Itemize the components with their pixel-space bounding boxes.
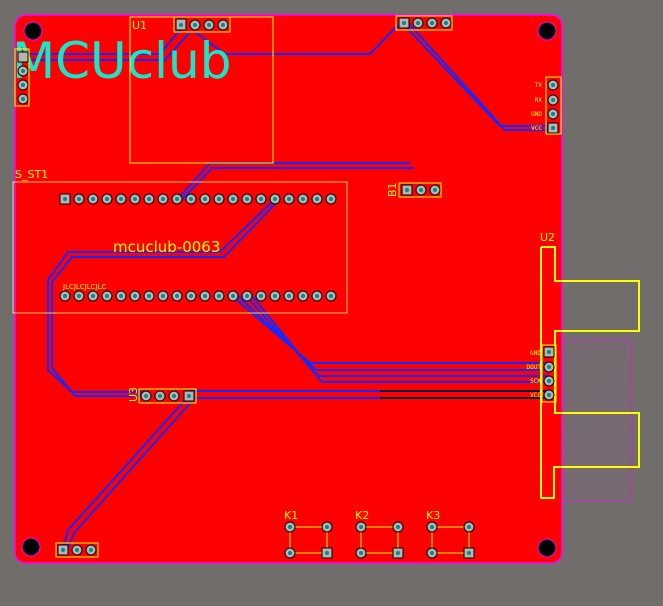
left-header-outline <box>14 48 30 107</box>
u2-designator: U2 <box>540 231 555 244</box>
s-st1-pin-hole <box>301 197 305 201</box>
top-header-pins <box>398 17 452 29</box>
right-pin-label-rx: RX <box>535 97 543 104</box>
s-st1-pin-hole <box>245 294 249 298</box>
s-st1-outline <box>12 181 348 314</box>
u3-outline <box>138 388 197 404</box>
s-st1-pin-hole <box>161 294 165 298</box>
u3-pins <box>140 390 195 402</box>
s-st1-pin-hole <box>147 197 151 201</box>
s-st1-pin-hole <box>189 197 193 201</box>
s-st1-pin-hole <box>105 197 109 201</box>
u2-pins <box>543 346 555 401</box>
s-st1-pin-hole <box>189 294 193 298</box>
s-st1-pin-hole <box>105 294 109 298</box>
bottom-left-header-outline <box>55 542 99 558</box>
button-k3: K3 <box>426 509 475 559</box>
button-k2: K2 <box>355 509 404 559</box>
s-st1-pin-hole <box>273 294 277 298</box>
k2-designator: K2 <box>355 509 369 522</box>
right-pin-label-vcc: VCC <box>531 125 542 132</box>
s-st1-pin-hole <box>217 294 221 298</box>
s-st1-pin-hole <box>259 197 263 201</box>
s-st1-pin-hole <box>175 197 179 201</box>
fab-marker-text: JLCJLCJLCJLC <box>62 283 107 291</box>
right-header-pins <box>547 79 559 134</box>
top-header-outline <box>395 15 453 31</box>
s-st1-pin-hole <box>133 294 137 298</box>
s-st1-pin-hole <box>133 197 137 201</box>
s-st1-pin-hole <box>119 294 123 298</box>
u2-keepout-area <box>561 339 632 502</box>
s-st1-pin-hole <box>315 294 319 298</box>
s-st1-pin-hole <box>231 294 235 298</box>
mounting-hole-bl <box>21 537 41 557</box>
board-outline <box>14 14 563 564</box>
left-header-pins <box>17 51 29 105</box>
board-id-text: mcuclub-0063 <box>113 238 220 256</box>
s-st1-pin-hole <box>77 197 81 201</box>
s-st1-pin-hole <box>91 197 95 201</box>
u1-header-pins <box>175 18 229 31</box>
b1-outline <box>398 182 442 198</box>
s-st1-pin-hole <box>217 197 221 201</box>
s-st1-pin-hole <box>329 197 333 201</box>
s-st1-pin-hole <box>63 197 67 201</box>
s-st1-pin-hole <box>329 294 333 298</box>
u2-pin-label-dout: DOUT <box>527 364 542 371</box>
button-k1: K1 <box>284 509 333 559</box>
s-st1-pin-hole <box>175 294 179 298</box>
s-st1-pin-hole <box>203 294 207 298</box>
s-st1-designator: S_ST1 <box>15 168 48 181</box>
u1-designator: U1 <box>132 19 147 32</box>
s-st1-pin-hole <box>203 197 207 201</box>
u2-outline <box>540 246 640 499</box>
s-st1-pin-hole <box>315 197 319 201</box>
b1-pins <box>401 184 441 196</box>
mounting-holes <box>21 21 557 558</box>
s-st1-pin-hole <box>119 197 123 201</box>
u2-pin-label-vcc: VCC <box>530 392 541 399</box>
u3-designator: U3 <box>127 387 140 402</box>
s-st1-pin-hole <box>259 294 263 298</box>
s-st1-pin-hole <box>245 197 249 201</box>
k1-designator: K1 <box>284 509 298 522</box>
right-header-outline <box>545 76 562 135</box>
s-st1-pin-hole <box>301 294 305 298</box>
s-st1-pin-hole <box>63 294 67 298</box>
s-st1-pin-hole <box>231 197 235 201</box>
right-pin-label-tx: TX <box>535 82 543 89</box>
mcuclub-logo: MCUclub <box>12 32 231 90</box>
mounting-hole-br <box>537 538 557 558</box>
s-st1-pins <box>59 193 337 302</box>
mounting-hole-tl <box>23 21 43 41</box>
s-st1-pin-hole <box>77 294 81 298</box>
mounting-hole-tr <box>537 21 557 41</box>
s-st1-pin-hole <box>273 197 277 201</box>
b1-designator: B1 <box>386 182 399 197</box>
bottom-left-header-pins <box>57 544 97 556</box>
u2-pin-label-sck: SCK <box>530 378 541 385</box>
s-st1-pin-hole <box>287 197 291 201</box>
k3-designator: K3 <box>426 509 440 522</box>
traces <box>18 24 553 549</box>
s-st1-pin-hole <box>161 197 165 201</box>
u2-pin-label-gnd: GND <box>530 350 541 357</box>
s-st1-pin-hole <box>91 294 95 298</box>
s-st1-pin-hole <box>287 294 291 298</box>
right-pin-label-gnd: GND <box>531 111 542 118</box>
u1-header-outline <box>173 16 231 33</box>
u2-header-outline <box>541 344 557 403</box>
s-st1-pin-hole <box>147 294 151 298</box>
